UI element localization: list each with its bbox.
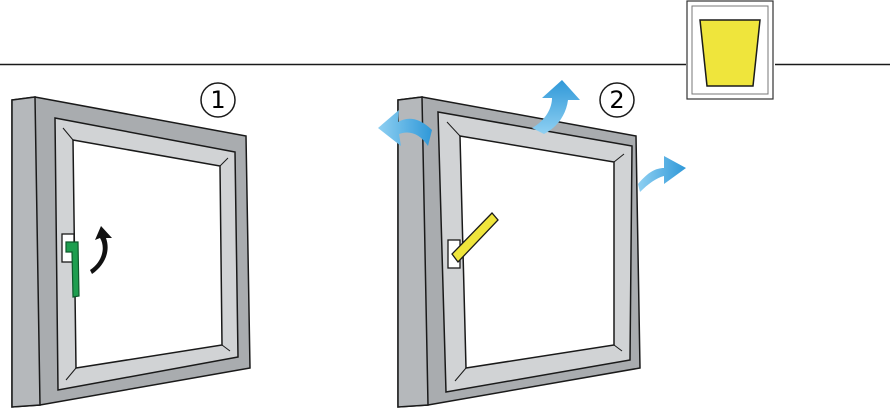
- window-step-1: 1: [11, 82, 251, 408]
- airflow-top-arrow-icon: [532, 80, 580, 134]
- step-number-circle: [200, 82, 236, 118]
- window-step-2: 2: [378, 80, 686, 408]
- airflow-right-arrow-icon: [638, 156, 686, 192]
- window-frame-side: [11, 96, 41, 408]
- window-glass: [459, 135, 615, 369]
- handle-closed[interactable]: [65, 241, 80, 298]
- airflow-left-arrow-icon: [378, 110, 432, 146]
- indicator-badge: [686, 0, 774, 100]
- indicator-trapezoid: [699, 19, 761, 87]
- step-number-1: 1: [210, 86, 225, 114]
- rotate-arrow-icon: [90, 226, 112, 274]
- handle-tilt[interactable]: [451, 212, 499, 264]
- window-glass: [72, 139, 223, 369]
- step-number-circle: [599, 82, 635, 118]
- window-frame-side: [397, 96, 429, 408]
- step-number-2: 2: [609, 86, 624, 114]
